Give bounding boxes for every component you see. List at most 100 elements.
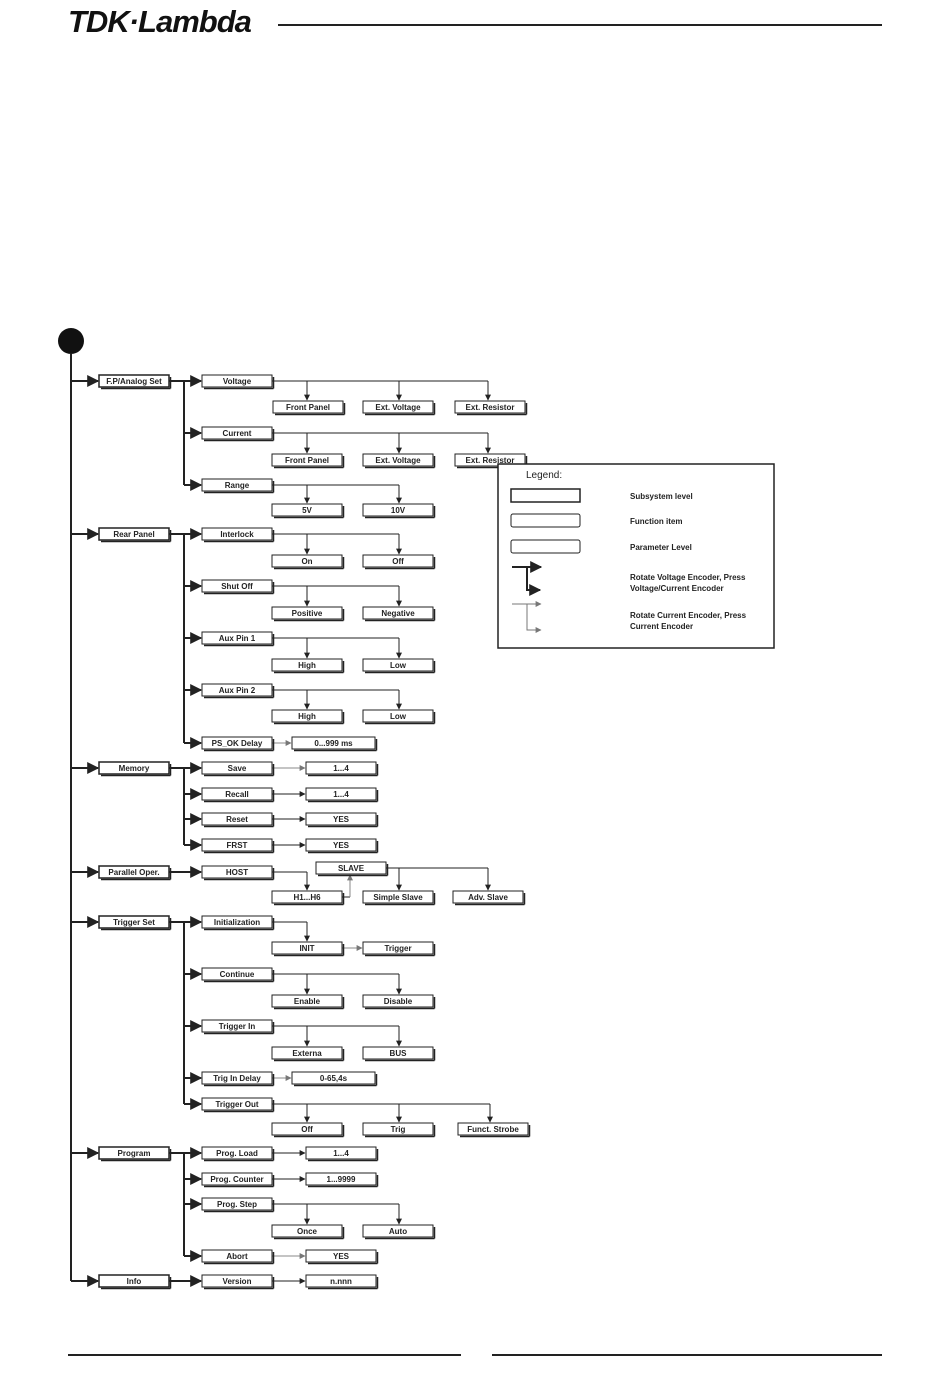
function-trig-in-delay-frame <box>201 1071 273 1085</box>
param-ext-resistor-voltage: Ext. Resistor <box>454 400 528 416</box>
function-initialization-frame <box>201 915 273 929</box>
tdk-lambda-logo: TDK·Lambda <box>68 4 252 39</box>
param-once-prog-step: Once <box>271 1224 345 1240</box>
param-front-panel-voltage-frame <box>272 400 344 414</box>
function-current-frame <box>201 426 273 440</box>
subsystem-trigger-set: Trigger Set <box>98 915 172 931</box>
param-yes-abort-label: YES <box>333 1252 350 1261</box>
param-off-interlock-label: Off <box>392 557 404 566</box>
subsystem-rear-panel-label: Rear Panel <box>113 530 154 539</box>
function-frst: FRST <box>201 838 275 854</box>
subsystem-program-label: Program <box>118 1149 151 1158</box>
param-ext-voltage-voltage-label: Ext. Voltage <box>375 403 421 412</box>
function-continue-label: Continue <box>220 970 255 979</box>
function-aux-pin-1-label: Aux Pin 1 <box>219 634 256 643</box>
param-yes-abort: YES <box>305 1249 379 1265</box>
param-externa-trigger-in-label: Externa <box>292 1049 322 1058</box>
function-recall: Recall <box>201 787 275 803</box>
param-ext-resistor-current-frame <box>454 453 526 467</box>
param-slave-label: SLAVE <box>338 864 365 873</box>
param-n-nnn-version-frame <box>305 1274 377 1288</box>
param-1-4-prog-load-frame <box>305 1146 377 1160</box>
param-negative-shut-off: Negative <box>362 606 436 622</box>
param-5v-range-frame <box>271 503 343 517</box>
param-bus-trigger-in: BUS <box>362 1046 436 1062</box>
param-off-trigger-out-frame <box>271 1122 343 1136</box>
function-prog-load-label: Prog. Load <box>216 1149 258 1158</box>
param-h1-h6-frame <box>271 890 343 904</box>
param-ext-voltage-current: Ext. Voltage <box>362 453 436 469</box>
param-10v-range: 10V <box>362 503 436 519</box>
param-funct-strobe-trigger-out-frame <box>457 1122 529 1136</box>
param-trig-trigger-out-label: Trig <box>391 1125 406 1134</box>
param-10v-range-frame <box>362 503 434 517</box>
param-n-nnn-version: n.nnn <box>305 1274 379 1290</box>
param-front-panel-voltage: Front Panel <box>272 400 346 416</box>
param-off-interlock-frame <box>362 554 434 568</box>
function-current-label: Current <box>223 429 252 438</box>
function-trigger-in-frame <box>201 1019 273 1033</box>
param-positive-shut-off-frame <box>271 606 343 620</box>
param-ext-resistor-current-label: Ext. Resistor <box>466 456 515 465</box>
param-positive-shut-off-label: Positive <box>292 609 323 618</box>
param-1-9999-prog-counter-label: 1...9999 <box>327 1175 356 1184</box>
legend-swatch-3 <box>510 539 581 554</box>
subsystem-parallel-oper: Parallel Oper. <box>98 865 172 881</box>
param-1-4-recall: 1...4 <box>305 787 379 803</box>
function-host-frame <box>201 865 273 879</box>
param-adv-slave: Adv. Slave <box>452 890 526 906</box>
subsystem-rear-panel-frame <box>98 527 170 541</box>
subsystem-f-p-analog-set: F.P/Analog Set <box>98 374 172 390</box>
param-low-aux-pin-2-label: Low <box>390 712 407 721</box>
param-ext-resistor-voltage-label: Ext. Resistor <box>466 403 515 412</box>
function-trigger-out: Trigger Out <box>201 1097 275 1113</box>
function-voltage-frame <box>201 374 273 388</box>
function-abort: Abort <box>201 1249 275 1265</box>
param-enable-continue: Enable <box>271 994 345 1010</box>
function-aux-pin-2-label: Aux Pin 2 <box>219 686 256 695</box>
footer-rule-left <box>68 1354 461 1356</box>
param-high-aux-pin-2-label: High <box>298 712 316 721</box>
param-simple-slave-frame <box>362 890 434 904</box>
param-off-trigger-out-label: Off <box>301 1125 313 1134</box>
subsystem-f-p-analog-set-label: F.P/Analog Set <box>106 377 162 386</box>
param-adv-slave-frame <box>452 890 524 904</box>
param-once-prog-step-frame <box>271 1224 343 1238</box>
param-disable-continue-frame <box>362 994 434 1008</box>
footer-rule-right <box>492 1354 882 1356</box>
function-reset-frame <box>201 812 273 826</box>
subsystem-rear-panel: Rear Panel <box>98 527 172 543</box>
function-ps-ok-delay-label: PS_OK Delay <box>212 739 263 748</box>
function-prog-step-frame <box>201 1197 273 1211</box>
param-yes-frst-label: YES <box>333 841 350 850</box>
param-high-aux-pin-1: High <box>271 658 345 674</box>
param-yes-frst-frame <box>305 838 377 852</box>
param-low-aux-pin-2-frame <box>362 709 434 723</box>
function-prog-counter-frame <box>201 1172 273 1186</box>
param-0-65-4s-trig-in-delay-frame <box>291 1071 376 1085</box>
function-version-label: Version <box>223 1277 252 1286</box>
function-save-frame <box>201 761 273 775</box>
param-5v-range-label: 5V <box>302 506 312 515</box>
subsystem-program: Program <box>98 1146 172 1162</box>
param-front-panel-current-frame <box>271 453 343 467</box>
param-once-prog-step-label: Once <box>297 1227 318 1236</box>
param-externa-trigger-in: Externa <box>271 1046 345 1062</box>
subsystem-f-p-analog-set-frame <box>98 374 170 388</box>
param-enable-continue-label: Enable <box>294 997 321 1006</box>
function-aux-pin-2: Aux Pin 2 <box>201 683 275 699</box>
param-funct-strobe-trigger-out-label: Funct. Strobe <box>467 1125 519 1134</box>
param-yes-reset-frame <box>305 812 377 826</box>
function-prog-step: Prog. Step <box>201 1197 275 1213</box>
param-0-65-4s-trig-in-delay: 0-65,4s <box>291 1071 378 1087</box>
function-trig-in-delay-label: Trig In Delay <box>213 1074 261 1083</box>
function-reset: Reset <box>201 812 275 828</box>
function-prog-load: Prog. Load <box>201 1146 275 1162</box>
param-low-aux-pin-1-label: Low <box>390 661 407 670</box>
param-trig-trigger-out-frame <box>362 1122 434 1136</box>
param-10v-range-label: 10V <box>391 506 406 515</box>
param-ext-voltage-voltage-frame <box>362 400 434 414</box>
subsystem-parallel-oper-label: Parallel Oper. <box>108 868 159 877</box>
